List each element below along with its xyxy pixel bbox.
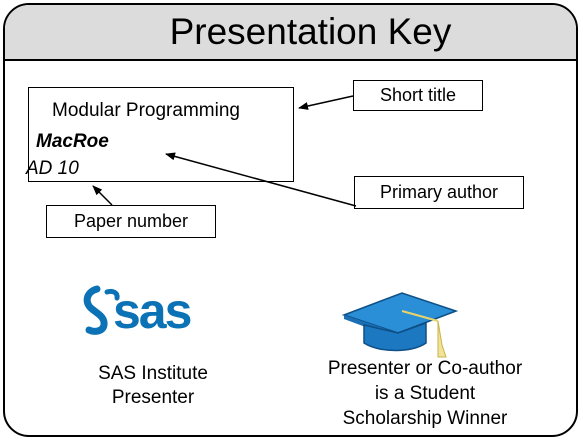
student-caption-line3: Scholarship Winner — [342, 408, 508, 429]
primary-author-label-text: Primary author — [379, 182, 499, 202]
short-title-label: Short title — [353, 80, 483, 111]
sas-logo-icon: sas — [83, 283, 193, 338]
page-title: Presentation Key — [169, 11, 452, 52]
graduation-cap-icon — [341, 292, 459, 358]
student-caption: Presenter or Co-author is a Student Scho… — [290, 356, 560, 431]
student-caption-line2: is a Student — [374, 383, 476, 404]
sas-caption: SAS Institute Presenter — [63, 362, 243, 410]
header-bar: Presentation Key — [5, 5, 576, 61]
example-short-title: Modular Programming — [52, 100, 240, 121]
sas-caption-line2: Presenter — [111, 387, 195, 408]
paper-number-label-text: Paper number — [73, 211, 189, 231]
example-primary-author: MacRoe — [36, 131, 109, 152]
sas-logo-text: sas — [113, 283, 191, 338]
primary-author-label: Primary author — [354, 176, 524, 209]
short-title-label-text: Short title — [379, 85, 457, 105]
paper-number-label: Paper number — [46, 205, 216, 238]
sas-caption-line1: SAS Institute — [98, 363, 208, 384]
example-paper-number: AD 10 — [26, 158, 79, 179]
student-caption-line1: Presenter or Co-author — [327, 358, 523, 379]
